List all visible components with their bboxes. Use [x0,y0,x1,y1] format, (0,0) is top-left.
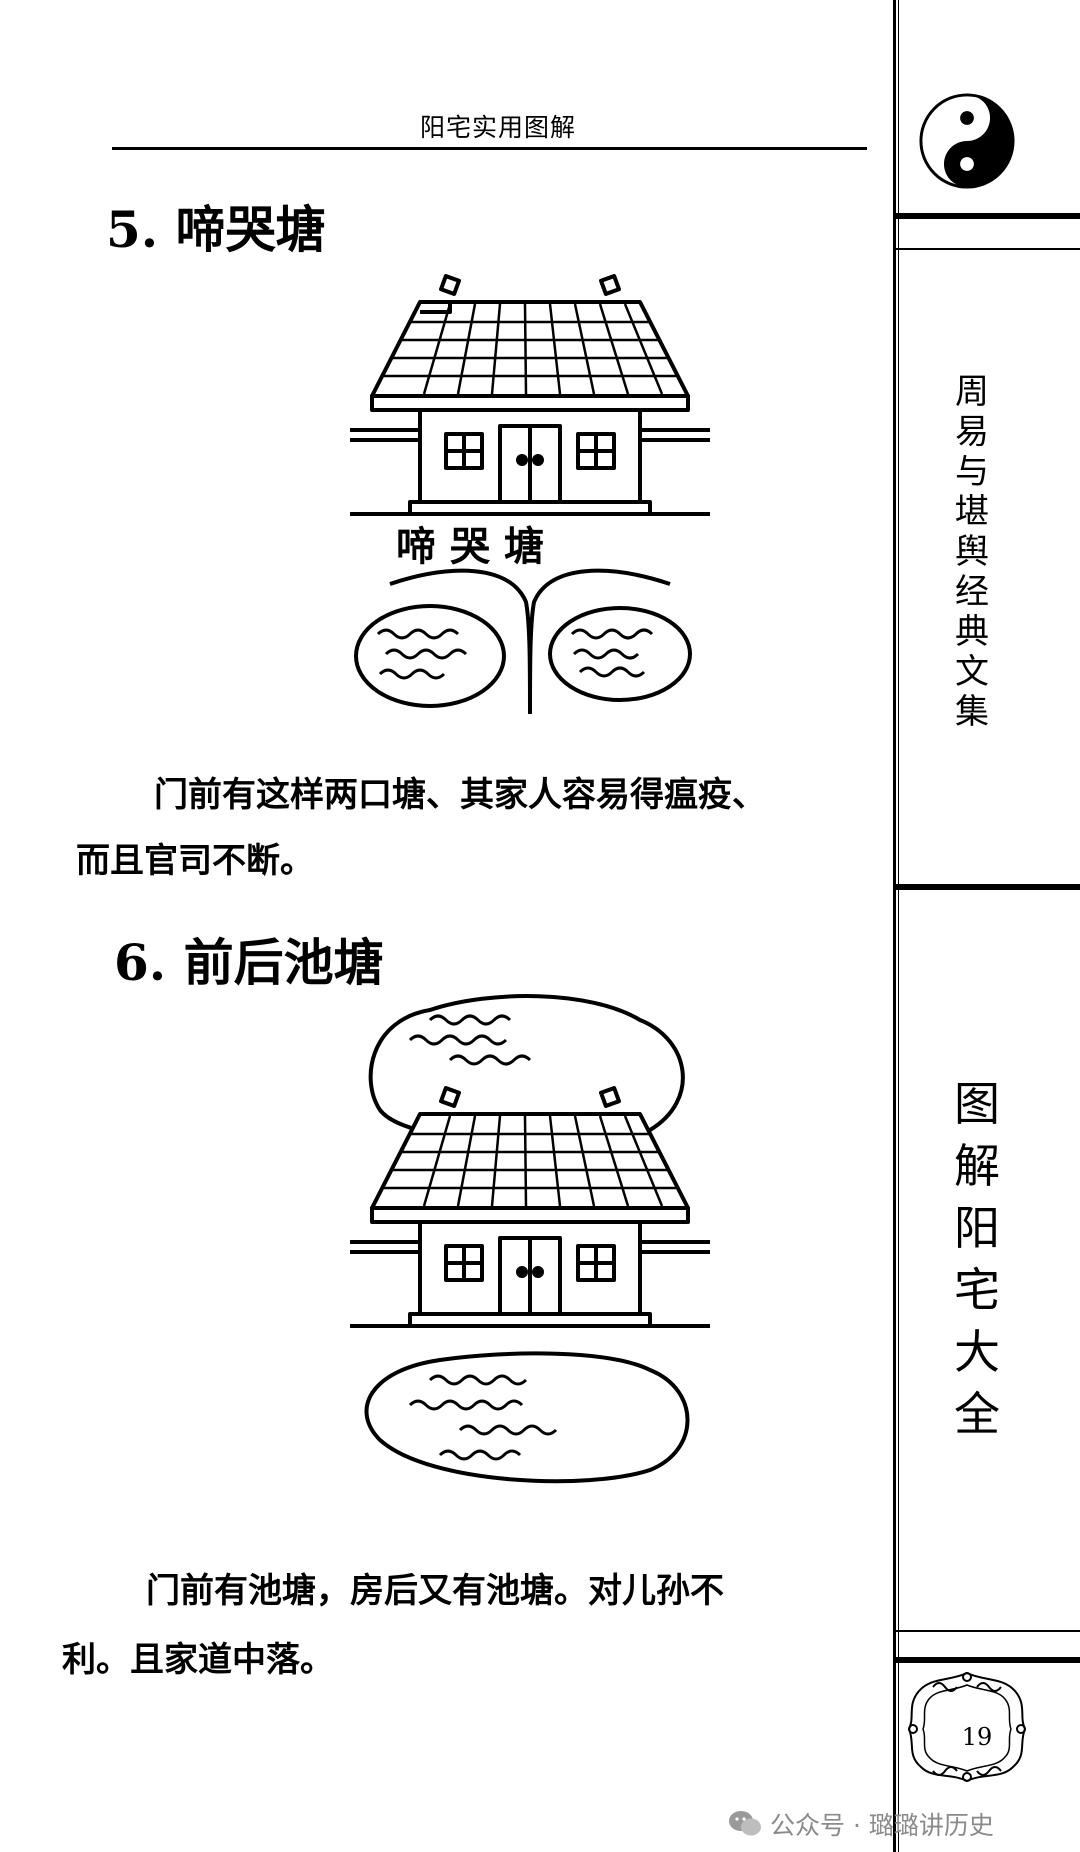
section-text: 利。且家道中落。 [62,1640,334,1680]
front-back-ponds-illustration [350,994,710,1484]
series-title-char: 易 [955,412,989,452]
yin-yang-icon [919,93,1015,189]
series-title-char: 集 [955,692,989,732]
header-rule [112,147,867,150]
band-border [893,0,896,1852]
wechat-icon [729,1811,761,1836]
book-title-char: 宅 [954,1263,1000,1317]
section-text: 而且官司不断。 [76,841,314,881]
section-heading: 6. 前后池塘 [114,933,384,992]
series-title-char: 文 [955,652,989,692]
side-band [893,0,1080,1852]
watermark-text: 公众号 · 璐璐讲历史 [770,1811,994,1840]
series-title-char: 典 [955,612,989,652]
book-title-vertical: 图 解 阳 宅 大 全 [950,1073,1004,1445]
illustration-label: 啼哭塘 [396,524,558,570]
section-text: 门前有池塘，房后又有池塘。对儿孙不 [146,1571,724,1611]
band-rule [893,1657,1080,1663]
book-title-char: 全 [954,1387,1000,1441]
book-title-char: 解 [954,1139,1000,1193]
book-title-char: 阳 [954,1201,1000,1255]
page-number-ornament [907,1671,1027,1783]
band-border-thin [898,0,899,1852]
band-rule [893,1630,1080,1632]
section-heading: 5. 啼哭塘 [106,200,326,259]
band-rule [893,213,1080,219]
page-number: 19 [961,1723,993,1751]
section-text: 门前有这样两口塘、其家人容易得瘟疫、 [154,775,766,815]
watermark: 公众号 · 璐璐讲历史 [728,1806,994,1842]
series-title-char: 经 [955,572,989,612]
book-title-char: 图 [954,1077,1000,1131]
running-header: 阳宅实用图解 [420,113,577,142]
series-title-char: 与 [955,452,989,492]
band-rule [893,884,1080,890]
series-title-char: 舆 [955,532,989,572]
band-rule [893,248,1080,250]
book-title-char: 大 [954,1325,1000,1379]
wailing-pond-illustration: 啼哭塘 [350,274,710,715]
series-title-char: 堪 [955,492,989,532]
series-title-vertical: 周 易 与 堪 舆 经 典 文 集 [952,372,992,732]
series-title-char: 周 [955,372,989,412]
